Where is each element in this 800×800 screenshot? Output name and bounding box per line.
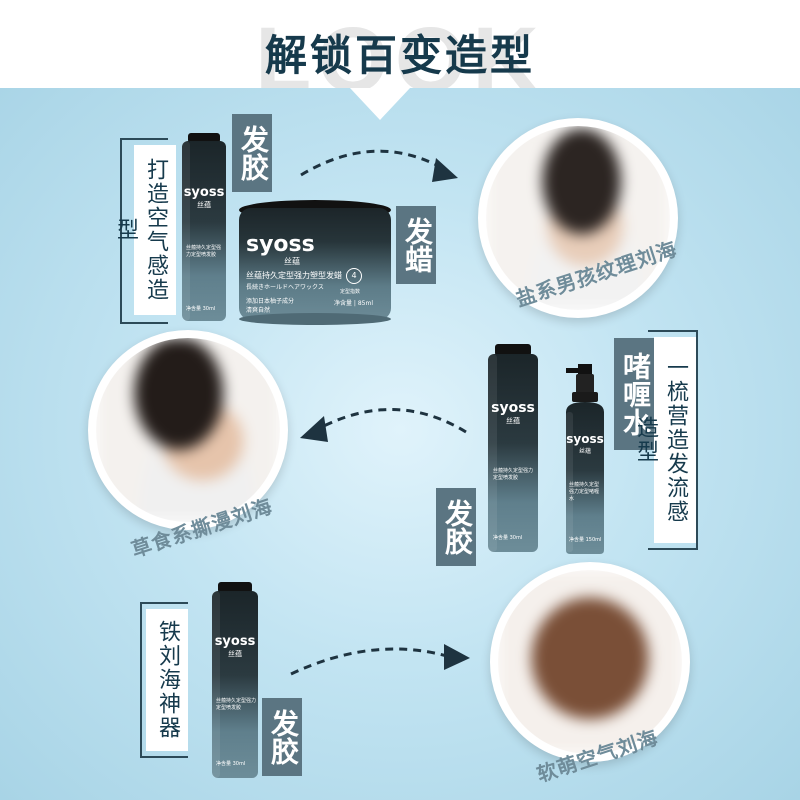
row1-slogan-bracket (120, 138, 168, 324)
row2-arrow-icon (300, 408, 467, 442)
row1-product2-label: 发蜡 (396, 206, 436, 284)
row1-jar-jp: 長続きホールドヘアワックス (246, 284, 324, 291)
row1-jar-brand-cn: 丝蕴 (284, 257, 300, 266)
row3-spray-bottle: syoss 丝蕴 丝蕴持久定型强力定型喷发胶 净含量 30ml (208, 582, 262, 780)
page-title: 解锁百变造型 (264, 31, 535, 80)
panel-notch (350, 88, 410, 120)
row1-jar-name: 丝蕴持久定型强力塑型发蜡 (246, 271, 342, 280)
row3-spray-desc: 丝蕴持久定型强力定型喷发胶 (216, 698, 257, 711)
row1-jar-hold-badge: 4 (346, 268, 362, 284)
row1-photo-image (486, 126, 670, 310)
row2-gel-bottle: syoss 丝蕴 丝蕴持久定型强力定型啫喱水 净含量 150ml (560, 364, 610, 556)
row2-spray-volume: 净含量 30ml (493, 535, 523, 541)
row1-jar-line1: 添加日本柚子成分 (246, 298, 295, 305)
row1-slogan: 打造空气感造型 (113, 145, 176, 315)
row2-spray-bottle: syoss 丝蕴 丝蕴持久定型强力定型喷发胶 净含量 30ml (484, 344, 542, 554)
row2-spray-brand-cn: 丝蕴 (506, 417, 520, 425)
row2-gel-volume: 净含量 150ml (569, 537, 602, 543)
row2-photo-image (96, 338, 280, 522)
row3-arrow-icon (290, 644, 470, 676)
row2-slogan: 一梳营造发流感造型 (633, 337, 696, 543)
row3-model-photo (490, 562, 690, 762)
row1-spray-brand-cn: 丝蕴 (197, 201, 211, 209)
row1-jar-volume: 净含量 | 85ml (334, 300, 373, 307)
row2-gel-desc: 丝蕴持久定型强力定型啫喱水 (569, 482, 600, 502)
row1-spray-brand: syoss (183, 185, 225, 200)
row1-model-photo (478, 118, 678, 318)
row2-product2-label: 啫喱水 (614, 338, 654, 450)
row2-gel-brand-cn: 丝蕴 (578, 448, 591, 455)
row3-spray-brand: syoss (214, 634, 256, 649)
row2-spray-brand: syoss (491, 400, 535, 416)
row2-spray-desc: 丝蕴持久定型强力定型喷发胶 (493, 468, 534, 481)
row2-product1-label: 发胶 (436, 488, 476, 566)
row3-slogan: 铁刘海神器 (146, 609, 188, 751)
row1-jar-hold-label: 定型指数 (340, 289, 361, 295)
row3-product1-label: 发胶 (262, 698, 302, 776)
row1-spray-bottle: syoss 丝蕴 丝蕴持久定型强力定型喷发胶 净含量 30ml (178, 133, 230, 323)
row2-model-photo (88, 330, 288, 530)
row3-slogan-bracket (140, 602, 188, 758)
row1-spray-desc: 丝蕴持久定型强力定型喷发胶 (186, 245, 222, 258)
row2-gel-brand: syoss (566, 432, 604, 446)
row2-slogan-bracket (648, 330, 698, 550)
row3-spray-volume: 净含量 30ml (216, 761, 246, 767)
row1-product1-label: 发胶 (232, 114, 272, 192)
row1-wax-jar: syoss 丝蕴 丝蕴持久定型强力塑型发蜡 長続きホールドヘアワックス 添加日本… (236, 198, 394, 326)
row1-jar-line2: 清爽自然 (246, 307, 271, 314)
row1-arrow-icon (300, 149, 458, 182)
row1-jar-hold-value: 4 (351, 271, 357, 280)
row3-spray-brand-cn: 丝蕴 (228, 650, 242, 658)
row1-jar-brand: syoss (246, 232, 315, 257)
row3-photo-image (498, 570, 682, 754)
header: LOOK 解锁百变造型 (0, 0, 800, 111)
row1-spray-volume: 净含量 30ml (186, 306, 216, 312)
